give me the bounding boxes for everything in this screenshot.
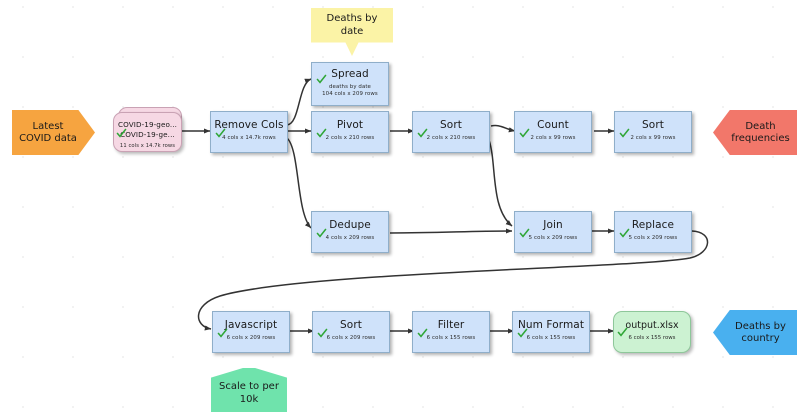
node-spread-subtitle2: 104 cols x 209 rows <box>322 91 378 97</box>
node-sort-1[interactable]: Sort 2 cols x 210 rows <box>412 111 490 153</box>
check-icon <box>519 128 530 139</box>
node-pivot[interactable]: Pivot 2 cols x 210 rows <box>311 111 389 153</box>
node-num-format[interactable]: Num Format 6 cols x 155 rows <box>512 311 590 353</box>
node-javascript-title: Javascript <box>224 319 278 331</box>
node-spread-subtitle: deaths by date <box>329 84 371 90</box>
node-num-format-subtitle: 6 cols x 155 rows <box>526 335 576 341</box>
input-tag-line2: COVID data <box>19 132 77 144</box>
node-sort-2-title: Sort <box>642 119 664 131</box>
node-dedupe-title: Dedupe <box>329 219 371 231</box>
note-deaths-by-date-line2: date <box>340 26 364 37</box>
check-icon <box>317 328 328 339</box>
source-file-subtitle: 11 cols x 14.7k rows <box>119 143 176 149</box>
node-filter[interactable]: Filter 6 cols x 155 rows <box>412 311 490 353</box>
node-output-xlsx-subtitle: 6 cols x 155 rows <box>628 335 676 341</box>
edge-sort-1-to-join <box>488 139 513 227</box>
source-file-name-2: COVID-19-ge... <box>120 130 175 139</box>
node-join[interactable]: Join 5 cols x 209 rows <box>514 211 592 253</box>
edge-remove-cols-to-dedupe <box>286 137 312 229</box>
note-deaths-by-date[interactable]: Deaths by date <box>311 8 393 56</box>
output-tag-red-line1: Death <box>745 120 776 132</box>
check-icon <box>619 128 630 139</box>
node-sort-3-title: Sort <box>340 319 362 331</box>
source-file-name-1: COVID-19-geo... <box>117 120 178 129</box>
node-sort-3-subtitle: 6 cols x 209 rows <box>326 335 376 341</box>
edge-remove-cols-to-spread <box>286 78 312 126</box>
check-icon <box>619 228 630 239</box>
note-scale-per-10k-line1: Scale to per <box>219 381 279 392</box>
node-spread[interactable]: Spread deaths by date 104 cols x 209 row… <box>311 62 389 106</box>
check-icon <box>617 327 628 338</box>
node-count-title: Count <box>537 119 569 131</box>
node-sort-1-title: Sort <box>440 119 462 131</box>
output-tag-red-line2: frequencies <box>731 132 790 144</box>
check-icon <box>116 128 127 139</box>
check-icon <box>316 128 327 139</box>
check-icon <box>316 74 327 85</box>
check-icon <box>517 328 528 339</box>
input-tag-line1: Latest <box>32 120 64 132</box>
node-filter-subtitle: 6 cols x 155 rows <box>426 335 476 341</box>
node-remove-cols[interactable]: Remove Cols 4 cols x 14.7k rows <box>210 111 288 153</box>
node-output-xlsx[interactable]: output.xlsx 6 cols x 155 rows <box>613 311 691 353</box>
node-sort-2-subtitle: 2 cols x 99 rows <box>630 135 676 141</box>
check-icon <box>215 128 226 139</box>
node-pivot-subtitle: 2 cols x 210 rows <box>325 135 375 141</box>
node-javascript-subtitle: 6 cols x 209 rows <box>226 335 276 341</box>
node-sort-3[interactable]: Sort 6 cols x 209 rows <box>312 311 390 353</box>
output-tag-deaths-by-country[interactable]: Deaths by country <box>713 310 797 355</box>
node-replace[interactable]: Replace 5 cols x 209 rows <box>614 211 692 253</box>
node-spread-title: Spread <box>331 68 369 80</box>
node-pivot-title: Pivot <box>336 119 364 131</box>
output-tag-blue-line2: country <box>741 332 780 344</box>
node-output-xlsx-title: output.xlsx <box>625 320 679 331</box>
node-count-subtitle: 2 cols x 99 rows <box>530 135 576 141</box>
node-replace-title: Replace <box>631 219 675 231</box>
node-sort-1-subtitle: 2 cols x 210 rows <box>426 135 476 141</box>
edge-dedupe-to-join <box>389 228 513 234</box>
node-join-subtitle: 5 cols x 209 rows <box>528 235 578 241</box>
note-scale-per-10k[interactable]: Scale to per 10k <box>211 368 287 412</box>
note-scale-per-10k-line2: 10k <box>239 394 259 405</box>
node-remove-cols-title: Remove Cols <box>214 119 284 131</box>
node-sort-2[interactable]: Sort 2 cols x 99 rows <box>614 111 692 153</box>
check-icon <box>217 328 228 339</box>
node-num-format-title: Num Format <box>517 319 585 331</box>
edge-sort-1-to-count <box>490 124 516 133</box>
check-icon <box>316 228 327 239</box>
node-join-title: Join <box>543 219 563 231</box>
node-javascript[interactable]: Javascript 6 cols x 209 rows <box>212 311 290 353</box>
node-filter-title: Filter <box>437 319 465 331</box>
node-count[interactable]: Count 2 cols x 99 rows <box>514 111 592 153</box>
node-dedupe[interactable]: Dedupe 4 cols x 209 rows <box>311 211 389 253</box>
output-tag-blue-line1: Deaths by <box>735 320 786 332</box>
node-source-file[interactable]: COVID-19-geo... COVID-19-ge... 11 cols x… <box>113 112 182 152</box>
node-replace-subtitle: 5 cols x 209 rows <box>628 235 678 241</box>
check-icon <box>417 128 428 139</box>
check-icon <box>417 328 428 339</box>
node-remove-cols-subtitle: 4 cols x 14.7k rows <box>222 135 276 141</box>
output-tag-death-frequencies[interactable]: Death frequencies <box>713 110 797 155</box>
check-icon <box>519 228 530 239</box>
note-deaths-by-date-line1: Deaths by <box>326 13 378 24</box>
input-tag-latest-covid-data[interactable]: Latest COVID data <box>12 110 95 155</box>
node-dedupe-subtitle: 4 cols x 209 rows <box>325 235 375 241</box>
